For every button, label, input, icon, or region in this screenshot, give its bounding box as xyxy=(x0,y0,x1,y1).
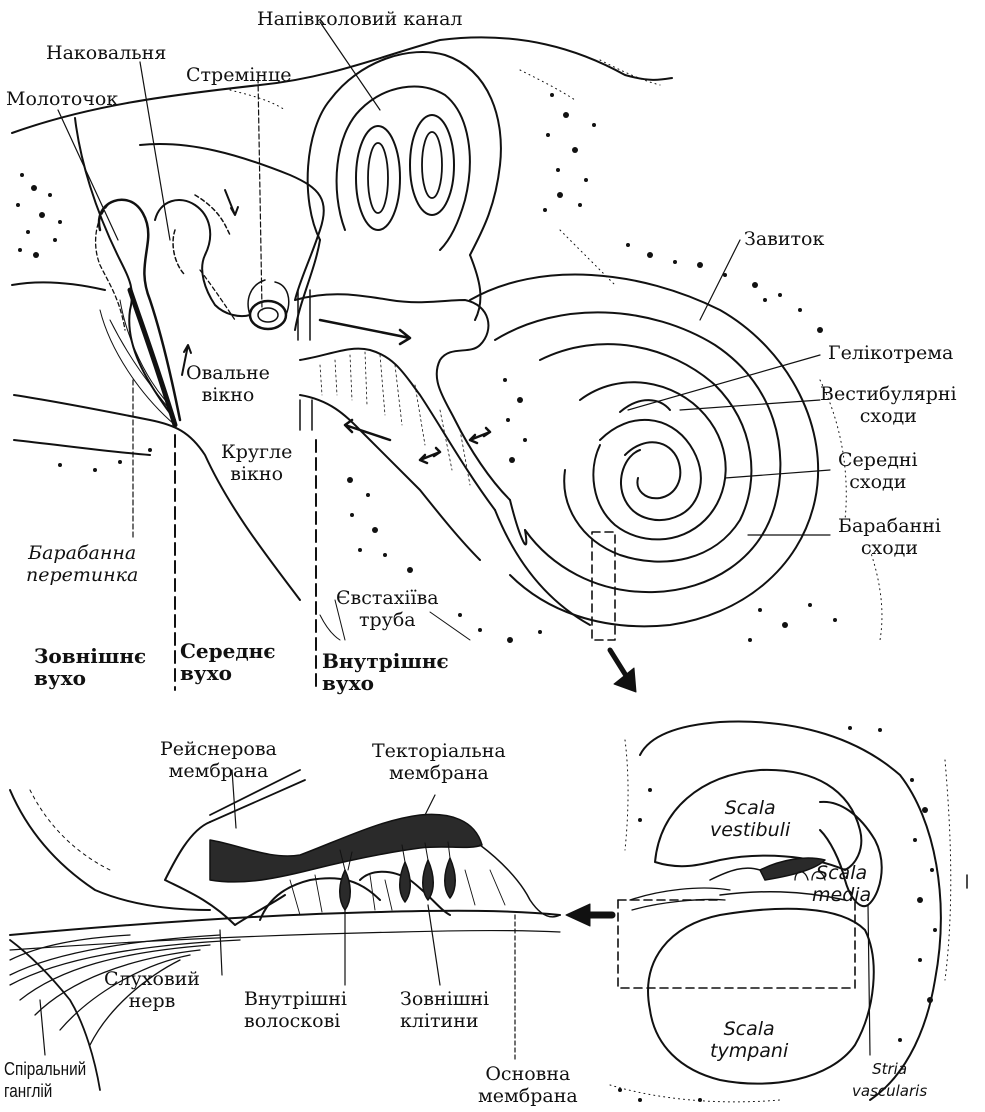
cochlea-spiral-5 xyxy=(600,420,701,520)
leader-malleus xyxy=(58,110,118,240)
stapes-ring xyxy=(250,301,286,329)
semicircular-canal-a xyxy=(356,126,400,230)
cochlea-spiral-4 xyxy=(580,382,726,539)
leader-media xyxy=(725,470,830,478)
round-window-membrane xyxy=(300,400,312,430)
label-incus: Наковальня xyxy=(46,42,166,64)
label-helicotrema: Гелікотрема xyxy=(828,342,953,364)
label-malleus: Молоточок xyxy=(6,88,118,110)
label-semicircular-canal: Напівколовий канал xyxy=(257,8,462,30)
cochlea-spiral-2 xyxy=(495,312,780,592)
leader-nerve xyxy=(220,930,222,975)
basilar-membrane xyxy=(10,911,560,935)
outer-wall-cells xyxy=(480,845,560,917)
leader-stria xyxy=(868,905,870,1055)
incus-shape xyxy=(155,200,250,316)
bone-texture-top xyxy=(16,93,837,643)
cochlea-spiral-6 xyxy=(625,442,680,498)
cross-section-bone xyxy=(640,722,941,1100)
label-stapes: Стремінце xyxy=(186,64,291,86)
leader-outer-hair xyxy=(428,905,440,985)
outer-canal-upper xyxy=(12,282,105,290)
outer-canal-lower-2 xyxy=(14,440,150,455)
bone-texture-small xyxy=(230,60,882,640)
leader-incus xyxy=(140,62,170,240)
semicircular-canal-outer xyxy=(308,52,501,255)
cochlea-spiral-3 xyxy=(540,344,751,561)
vestibule xyxy=(295,294,510,500)
semicircular-canal-b xyxy=(410,115,454,215)
incus-detail xyxy=(173,195,230,275)
leader-tectorial xyxy=(425,795,435,815)
label-cochlea: Завиток xyxy=(744,228,824,250)
leader-vestibular xyxy=(680,400,820,410)
leader-cochlea xyxy=(700,240,740,320)
leader-stapes xyxy=(258,78,262,310)
